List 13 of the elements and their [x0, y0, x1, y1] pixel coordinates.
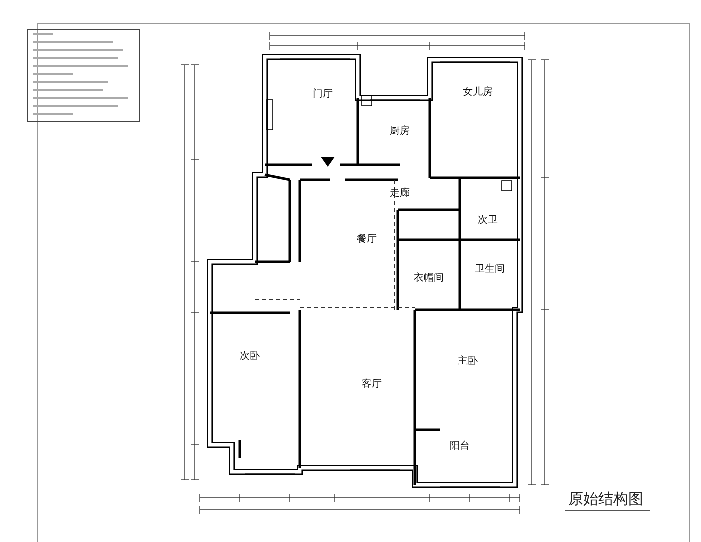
room-label: 门厅	[313, 89, 333, 101]
room-label: 餐厅	[357, 234, 377, 246]
room-label: 阳台	[450, 441, 470, 453]
room-label: 次卧	[240, 351, 260, 363]
room-label: 主卧	[458, 356, 478, 368]
caption: 原始结构图	[568, 490, 644, 508]
room-label: 卫生间	[475, 264, 505, 276]
room-label: 衣帽间	[414, 273, 444, 285]
room-label: 客厅	[362, 379, 382, 391]
room-label: 次卫	[478, 215, 498, 227]
room-label: 走廊	[390, 188, 410, 200]
room-label: 厨房	[390, 126, 410, 138]
room-label: 女儿房	[463, 87, 493, 99]
